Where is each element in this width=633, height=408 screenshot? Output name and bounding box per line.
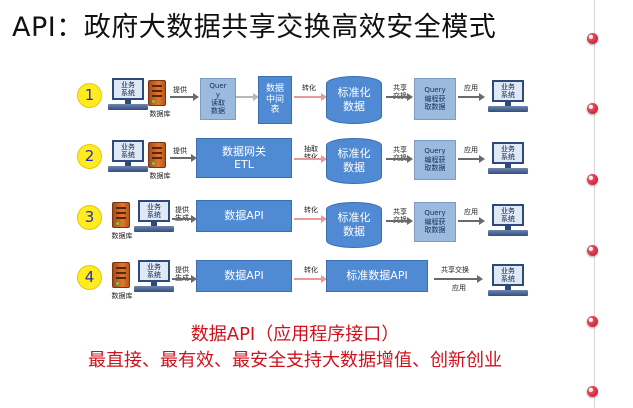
transform-label: 转化	[302, 84, 316, 92]
business-system-computer-icon: 业务 系统	[134, 200, 174, 232]
arrow-provide	[170, 154, 197, 162]
provide-label: 提供	[173, 86, 187, 94]
business-system-label: 业务 系统	[112, 78, 144, 100]
transform-label: 转化	[304, 206, 318, 214]
query-program-box: Query 编程获 取数据	[414, 202, 456, 242]
arrow-provide-generate	[172, 215, 197, 223]
query-program-box: Query 编程获 取数据	[414, 78, 456, 120]
data-api-box: 数据API	[196, 200, 292, 232]
business-system-label: 业务 系统	[138, 200, 170, 222]
arrow-transform	[294, 275, 327, 283]
provide-label: 提供	[173, 147, 187, 155]
data-api-box: 数据API	[196, 260, 292, 292]
database-label: 数据库	[111, 232, 133, 240]
database-server-icon	[110, 202, 132, 230]
business-system-label: 业务 系统	[492, 80, 524, 102]
arrow-extract-transform	[294, 155, 327, 163]
business-system-label: 业务 系统	[112, 140, 144, 162]
arrow-apply	[458, 217, 485, 225]
binder-pin	[587, 386, 598, 397]
page-title: API：政府大数据共享交换高效安全模式	[12, 12, 497, 43]
apply-label: 应用	[464, 84, 478, 92]
database-server-icon	[146, 80, 168, 108]
arrow-apply	[458, 93, 485, 101]
footer-line-2: 最直接、最有效、最安全支持大数据增值、创新创业	[88, 350, 502, 371]
binder-pin	[587, 174, 598, 185]
database-label: 数据库	[111, 292, 133, 300]
binder-pin	[587, 245, 598, 256]
database-server-icon	[146, 142, 168, 170]
arrow-transform	[294, 215, 327, 223]
binder-pin	[587, 103, 598, 114]
business-system-computer-icon: 业务 系统	[108, 78, 148, 110]
business-system-computer-icon: 业务 系统	[488, 142, 528, 174]
database-server-icon	[110, 262, 132, 290]
arrow-provide	[170, 93, 199, 101]
arrow-share-exchange	[386, 217, 413, 225]
step-number-3: 3	[77, 205, 102, 230]
binder-line	[594, 0, 595, 408]
business-system-label: 业务 系统	[492, 142, 524, 164]
query-read-box: Quer y 读取 数据	[200, 78, 236, 120]
query-program-box: Query 编程获 取数据	[414, 140, 456, 180]
extract-transform-label: 抽取 转化	[304, 145, 318, 161]
arrow-share-exchange	[386, 155, 413, 163]
business-system-computer-icon: 业务 系统	[134, 260, 174, 292]
apply-label: 应用	[464, 146, 478, 154]
data-gateway-etl-box: 数据网关 ETL	[196, 138, 292, 178]
database-label: 数据库	[149, 172, 171, 180]
apply-label: 应用	[452, 284, 466, 292]
step-number-4: 4	[77, 265, 102, 290]
transform-label: 转化	[304, 266, 318, 274]
apply-label: 应用	[464, 208, 478, 216]
arrow-apply	[458, 155, 485, 163]
business-system-label: 业务 系统	[138, 260, 170, 282]
standard-data-cylinder: 标准化 数据	[326, 202, 382, 248]
step-number-2: 2	[77, 144, 102, 169]
business-system-computer-icon: 业务 系统	[488, 80, 528, 112]
binder-pin	[587, 316, 598, 327]
database-label: 数据库	[149, 110, 171, 118]
arrow-share-exchange	[434, 275, 483, 283]
business-system-label: 业务 系统	[492, 204, 524, 226]
middle-table-box: 数据 中间 表	[258, 76, 292, 124]
arrow-to-middle-table	[236, 93, 259, 101]
standard-data-cylinder: 标准化 数据	[326, 76, 382, 124]
arrow-provide-generate	[172, 275, 197, 283]
standard-data-cylinder: 标准化 数据	[326, 138, 382, 184]
business-system-label: 业务 系统	[492, 264, 524, 286]
footer-line-1: 数据API（应用程序接口）	[190, 324, 400, 345]
arrow-transform	[294, 93, 327, 101]
business-system-computer-icon: 业务 系统	[488, 204, 528, 236]
standard-data-api-box: 标准数据API	[326, 260, 428, 292]
step-number-1: 1	[77, 83, 102, 108]
business-system-computer-icon: 业务 系统	[108, 140, 148, 172]
share-exchange-label: 共享交换	[441, 266, 469, 274]
arrow-share-exchange	[386, 93, 413, 101]
business-system-computer-icon: 业务 系统	[488, 264, 528, 296]
binder-pin	[587, 33, 598, 44]
